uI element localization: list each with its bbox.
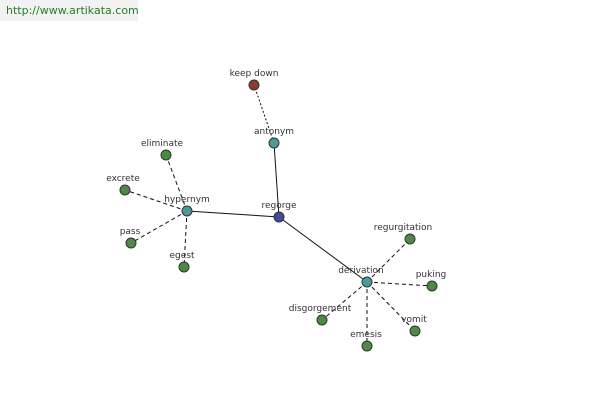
edge-regorge-derivation bbox=[278, 216, 368, 283]
node-eliminate[interactable]: eliminate bbox=[141, 139, 184, 161]
node-label-egest: egest bbox=[169, 251, 194, 261]
node-circle-pass[interactable] bbox=[125, 237, 137, 249]
edge-derivation-regurgitation bbox=[366, 238, 411, 283]
edge-hypernym-egest bbox=[183, 210, 188, 268]
edge-derivation-puking bbox=[366, 281, 433, 287]
node-circle-eliminate[interactable] bbox=[160, 149, 172, 161]
node-circle-regorge[interactable] bbox=[273, 211, 285, 223]
node-circle-derivation[interactable] bbox=[361, 276, 373, 288]
edge-derivation-vomit bbox=[366, 281, 416, 332]
node-circle-disgorgement[interactable] bbox=[316, 314, 328, 326]
node-circle-emesis[interactable] bbox=[361, 340, 373, 352]
node-excrete[interactable]: excrete bbox=[106, 174, 140, 196]
node-circle-hypernym[interactable] bbox=[181, 205, 193, 217]
watermark-url: http://www.artikata.com bbox=[0, 0, 139, 21]
graph-nodes: regorge hypernym antonym derivation keep dow… bbox=[106, 69, 447, 352]
node-circle-puking[interactable] bbox=[426, 280, 438, 292]
edge-hypernym-excrete bbox=[124, 189, 188, 212]
node-label-eliminate: eliminate bbox=[141, 139, 184, 149]
edge-hypernym-eliminate bbox=[165, 154, 188, 212]
node-regorge[interactable]: regorge bbox=[261, 201, 297, 223]
node-label-derivation: derivation bbox=[338, 266, 384, 276]
node-regurgitation[interactable]: regurgitation bbox=[374, 223, 433, 245]
node-circle-keep-down[interactable] bbox=[248, 79, 260, 91]
node-label-hypernym: hypernym bbox=[164, 195, 210, 205]
node-label-keep-down: keep down bbox=[230, 69, 279, 79]
node-label-regurgitation: regurgitation bbox=[374, 223, 433, 233]
node-label-emesis: emesis bbox=[350, 330, 382, 340]
node-label-vomit: vomit bbox=[401, 315, 427, 325]
edge-regorge-hypernym bbox=[186, 210, 280, 218]
node-circle-antonym[interactable] bbox=[268, 137, 280, 149]
node-antonym[interactable]: antonym bbox=[254, 127, 294, 149]
node-circle-excrete[interactable] bbox=[119, 184, 131, 196]
edge-hypernym-pass bbox=[130, 210, 188, 244]
node-label-disgorgement: disgorgement bbox=[289, 304, 352, 314]
node-label-antonym: antonym bbox=[254, 127, 294, 137]
node-egest[interactable]: egest bbox=[169, 251, 195, 273]
node-label-puking: puking bbox=[416, 270, 447, 280]
node-label-excrete: excrete bbox=[106, 174, 140, 184]
node-derivation[interactable]: derivation bbox=[338, 266, 384, 288]
graph-edges bbox=[124, 84, 433, 346]
node-circle-egest[interactable] bbox=[178, 261, 190, 273]
node-pass[interactable]: pass bbox=[120, 227, 141, 249]
edge-derivation-disgorgement bbox=[321, 281, 368, 321]
node-disgorgement[interactable]: disgorgement bbox=[289, 304, 352, 326]
node-circle-vomit[interactable] bbox=[409, 325, 421, 337]
node-hypernym[interactable]: hypernym bbox=[164, 195, 210, 217]
node-keep-down[interactable]: keep down bbox=[230, 69, 279, 91]
node-label-pass: pass bbox=[120, 227, 141, 237]
node-label-regorge: regorge bbox=[261, 201, 297, 211]
edge-regorge-antonym bbox=[273, 142, 280, 218]
node-puking[interactable]: puking bbox=[416, 270, 447, 292]
node-circle-regurgitation[interactable] bbox=[404, 233, 416, 245]
node-emesis[interactable]: emesis bbox=[350, 330, 382, 352]
node-vomit[interactable]: vomit bbox=[401, 315, 427, 337]
